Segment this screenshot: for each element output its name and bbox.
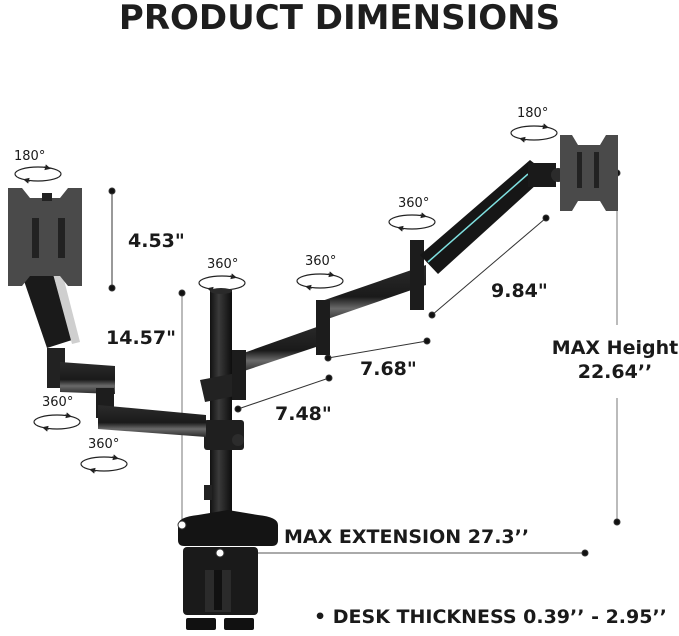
rotation-label-right-monitor: 180° (517, 106, 549, 121)
right-vesa-plate (560, 135, 618, 211)
dimension-pole-height: 14.57" (106, 327, 176, 349)
dimension-upper-segment: 7.68" (360, 358, 417, 380)
right-arm (232, 160, 565, 400)
rotation-label-left-monitor: 180° (14, 149, 46, 164)
rotation-label-left-joint-upper: 360° (42, 395, 74, 410)
rotation-label-right-arm-joint: 360° (305, 254, 337, 269)
max-height-label: MAX Height (551, 337, 679, 359)
max-extension-label: MAX EXTENSION 27.3’’ (284, 526, 530, 548)
left-vesa-plate (8, 188, 82, 286)
dimension-lines (108, 169, 621, 557)
left-arm (22, 270, 206, 437)
page-title: PRODUCT DIMENSIONS (118, 0, 561, 38)
pole (210, 290, 232, 530)
desk-clamp (177, 510, 278, 630)
dimension-gas-arm-length: 9.84" (491, 280, 548, 302)
rotation-label-gas-arm: 360° (398, 196, 430, 211)
desk-thickness-label: • DESK THICKNESS 0.39’’ - 2.95’’ (314, 606, 667, 628)
dimension-lower-segment: 7.48" (275, 403, 332, 425)
max-height-value: 22.64’’ (577, 361, 653, 383)
led-strip (427, 173, 529, 263)
rotation-label-pole-top: 360° (207, 257, 239, 272)
rotation-label-left-joint-lower: 360° (88, 437, 120, 452)
dimension-vesa-height: 4.53" (128, 230, 185, 252)
